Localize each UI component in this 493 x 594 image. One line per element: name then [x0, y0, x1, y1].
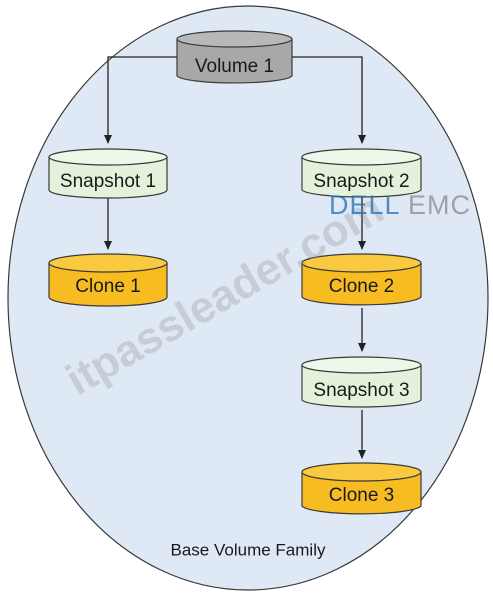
- snapshot-1-label: Snapshot 1: [60, 171, 156, 192]
- volume-1-node: Volume 1: [176, 30, 293, 84]
- snapshot-2-node: Snapshot 2: [301, 148, 422, 198]
- dell-brand-text: DELL: [329, 190, 401, 220]
- clone-1-label: Clone 1: [75, 276, 141, 297]
- clone-3-node: Clone 3: [301, 462, 422, 515]
- emc-brand-text: EMC: [408, 190, 471, 220]
- snapshot-3-label: Snapshot 3: [313, 380, 409, 401]
- base-volume-family-label: Base Volume Family: [171, 540, 326, 559]
- clone-3-label: Clone 3: [329, 485, 395, 506]
- dell-emc-watermark: DELL EMC: [329, 190, 471, 220]
- connector-group: [104, 56, 366, 459]
- clone-1-node: Clone 1: [48, 253, 168, 307]
- snapshot-1-node: Snapshot 1: [48, 148, 168, 199]
- clone-2-label: Clone 2: [329, 276, 395, 297]
- volume-1-label: Volume 1: [195, 56, 274, 77]
- clone-2-node: Clone 2: [301, 253, 422, 306]
- snapshot-2-label: Snapshot 2: [313, 171, 409, 192]
- edge-volume1-snapshot2: [292, 56, 366, 144]
- snapshot-3-node: Snapshot 3: [301, 356, 422, 408]
- edge-volume1-snapshot1: [104, 56, 177, 144]
